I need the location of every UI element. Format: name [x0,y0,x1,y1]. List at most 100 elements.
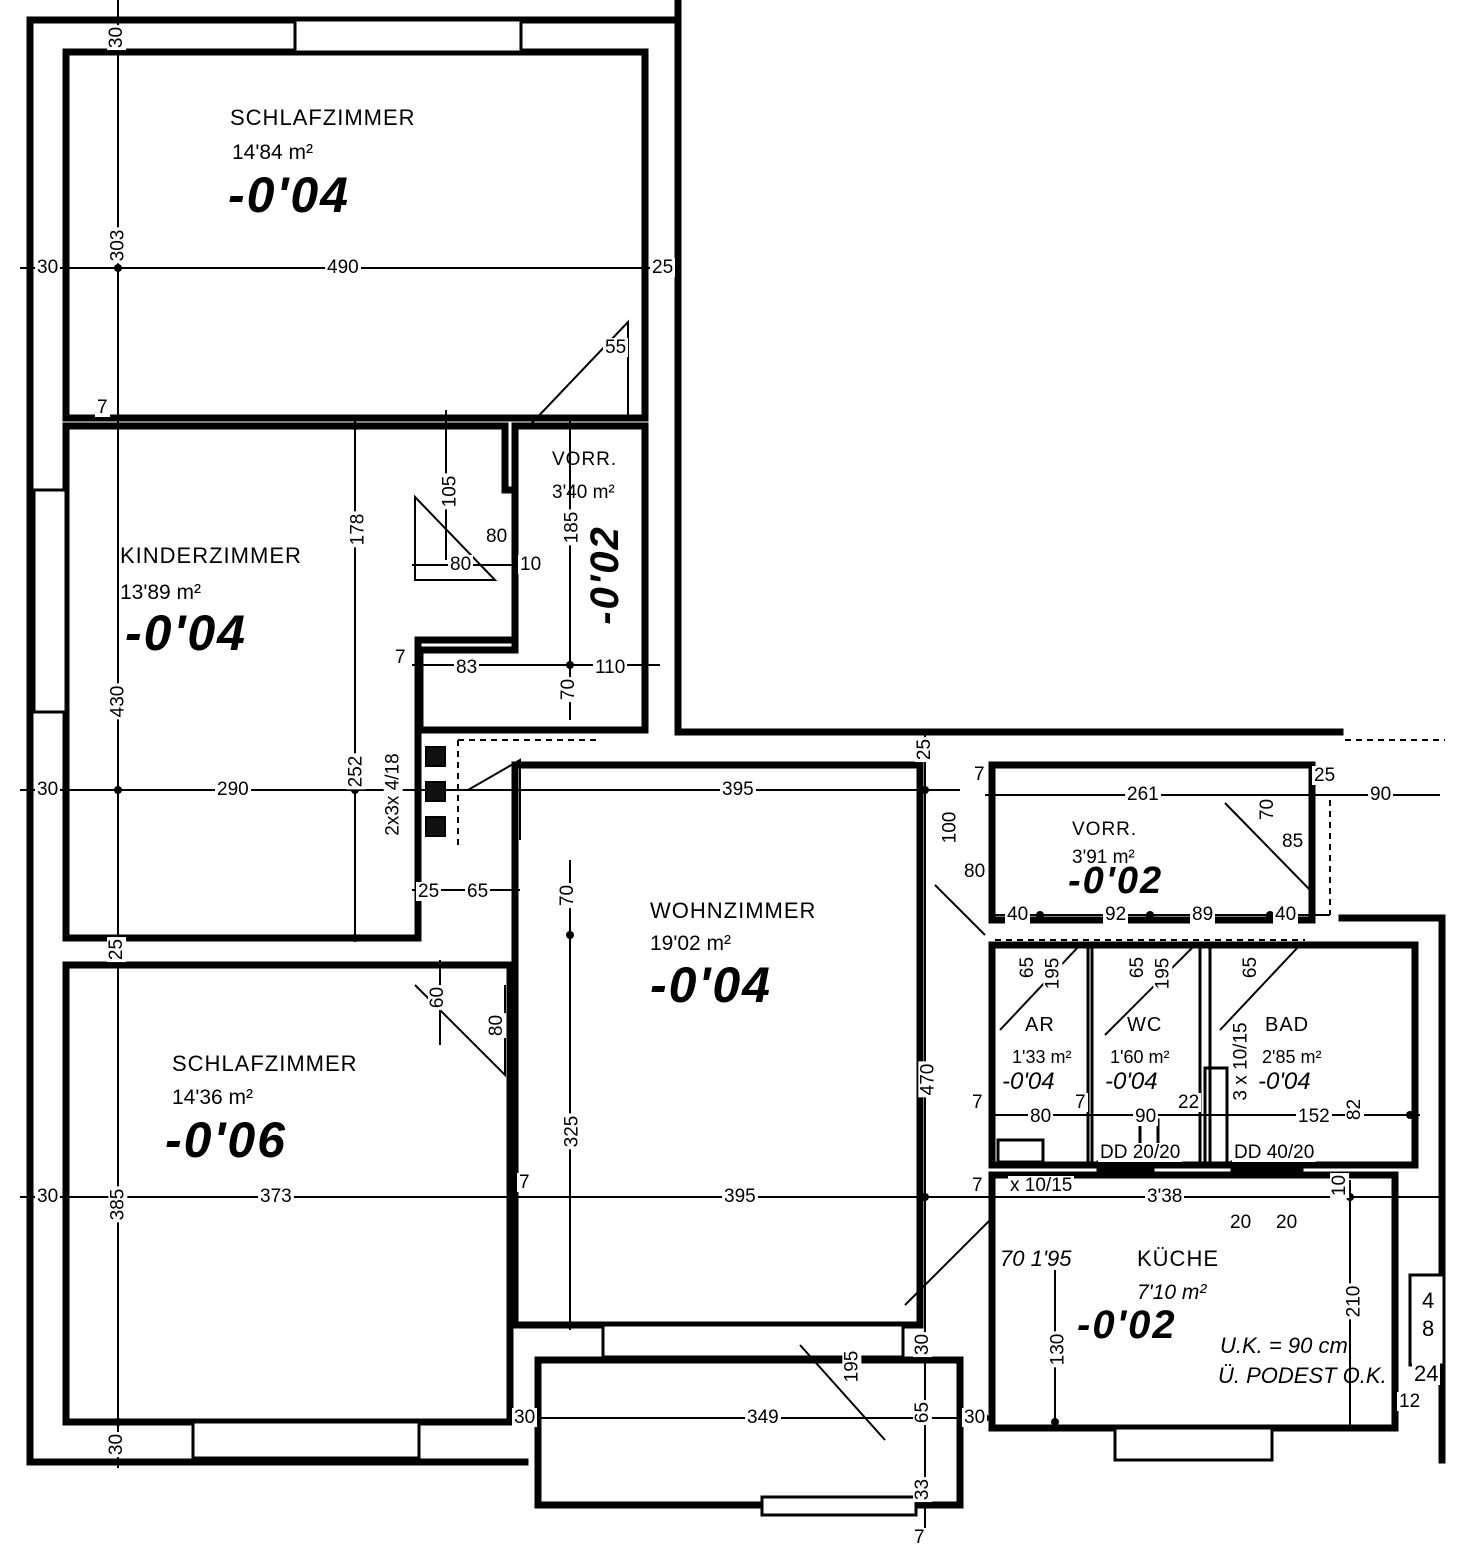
flue-block-3 [425,816,446,837]
dim-252: 252 [345,753,367,790]
room-level-abstellraum: -0'04 [1002,1068,1055,1095]
dim-7-c: 7 [972,764,987,785]
room-level-schlafzimmer-2: -0'06 [165,1112,287,1168]
dim-2x3x4-18: 2x3x 4/18 [382,751,404,838]
dim-80-d: 80 [486,1012,508,1039]
dim-385: 385 [107,1186,129,1223]
room-name-wohnzimmer: WOHNZIMMER [650,898,817,923]
dim-7-h: 7 [912,1527,927,1548]
dim-373: 373 [258,1186,294,1207]
room-level-schlafzimmer-1: -0'04 [228,167,350,223]
room-area-vorraum-1: 3'40 m² [552,482,615,503]
dim-40-a: 40 [1005,904,1031,925]
stair-note-2: Ü. PODEST O.K. [1218,1363,1387,1388]
dim-105: 105 [439,473,461,510]
room-name-kinderzimmer: KINDERZIMMER [120,543,302,568]
dim-261: 261 [1125,784,1161,805]
dim-303: 303 [107,227,129,264]
dim-3x10-15: 3 x 10/15 [1230,1020,1252,1103]
dim-89: 89 [1190,904,1216,925]
room-name-schlafzimmer-2: SCHLAFZIMMER [172,1051,358,1076]
dim-70-a: 70 [558,676,580,703]
dim-80-a: 80 [484,526,510,547]
dim-195-a: 195 [1042,955,1064,992]
dim-30-bottom: 30 [106,1431,128,1458]
dim-325: 325 [561,1113,583,1150]
dim-110: 110 [593,657,628,678]
dim-30-left-1: 30 [35,257,61,278]
dim-470: 470 [917,1061,939,1098]
dim-90-b: 90 [1133,1106,1159,1127]
room-area-kueche: 7'10 m² [1137,1281,1207,1304]
room-name-abstellraum: AR [1025,1014,1055,1036]
dim-65-e: 65 [912,1399,934,1426]
room-name-kueche: KÜCHE [1137,1246,1220,1271]
dim-65-a: 65 [465,881,491,902]
dim-60: 60 [427,984,449,1011]
dim-70-c: 70 [1257,796,1279,823]
room-name-wc: WC [1127,1014,1163,1036]
door-sill-note: 70 1'95 [1000,1246,1072,1271]
room-level-kinderzimmer: -0'04 [125,605,247,661]
dim-dd-40-20: DD 40/20 [1232,1142,1317,1163]
room-area-wohnzimmer: 19'02 m² [650,932,732,955]
dim-40-b: 40 [1273,904,1299,925]
dim-12: 12 [1397,1391,1423,1412]
room-level-vorraum-2: -0'02 [1068,860,1164,902]
room-area-schlafzimmer-2: 14'36 m² [172,1086,254,1109]
dim-22: 22 [1176,1092,1202,1113]
room-area-vorraum-2: 3'91 m² [1072,847,1135,868]
dim-82: 82 [1344,1096,1366,1123]
dim-55: 55 [603,337,629,358]
room-area-wc: 1'60 m² [1110,1047,1170,1067]
dim-30-b: 30 [912,1331,934,1358]
dim-80-e: 80 [1028,1106,1054,1127]
dim-10-b: 10 [1329,1172,1351,1199]
room-level-wc: -0'04 [1105,1068,1158,1095]
dim-430: 430 [107,683,129,720]
windows [32,18,1446,1517]
dim-152: 152 [1296,1106,1332,1127]
room-level-kueche: -0'02 [1077,1303,1177,1347]
dim-30-d: 30 [962,1407,988,1428]
dim-290: 290 [215,779,251,800]
room-level-vorraum-1: -0'02 [582,525,627,625]
dim-178: 178 [347,511,369,548]
room-area-schlafzimmer-1: 14'84 m² [232,141,314,164]
dim-25-d: 25 [1312,765,1338,786]
dim-20-b: 20 [1274,1212,1300,1233]
dim-30-left-2: 30 [35,779,61,800]
dim-130: 130 [1047,1331,1069,1368]
room-name-vorraum-1: VORR. [552,449,618,470]
dim-33: 33 [912,1476,934,1503]
dim-20-a: 20 [1228,1212,1254,1233]
dim-92: 92 [1103,904,1129,925]
dim-65-b: 65 [1017,954,1039,981]
dim-7-b: 7 [393,647,408,668]
dim-195-c: 195 [841,1348,863,1385]
dim-dd-20-20: DD 20/20 [1098,1142,1183,1163]
edge-label-a: 4 [1420,1288,1437,1313]
dim-185: 185 [561,509,583,546]
dim-70-b: 70 [557,882,579,909]
dim-10-a: 10 [518,554,544,575]
dim-100: 100 [939,809,961,846]
edge-label-c: 24 [1412,1361,1441,1386]
dim-x10-15: x 10/15 [1008,1175,1075,1196]
dim-85: 85 [1280,831,1306,852]
dim-395-bottom: 395 [722,1186,758,1207]
dim-395-top: 395 [720,779,756,800]
dim-30-left-3: 30 [35,1186,61,1207]
dim-80-b: 80 [448,554,474,575]
dim-30-top: 30 [106,24,128,51]
exterior-walls [26,0,1446,1509]
dim-65-c: 65 [1127,954,1149,981]
room-level-bad: -0'04 [1258,1068,1311,1095]
dim-90-a: 90 [1368,784,1394,805]
room-level-wohnzimmer: -0'04 [650,957,772,1013]
dim-210: 210 [1343,1283,1365,1320]
edge-label-b: 8 [1420,1316,1437,1341]
room-name-vorraum-2: VORR. [1072,819,1138,840]
room-area-bad: 2'85 m² [1262,1047,1322,1067]
